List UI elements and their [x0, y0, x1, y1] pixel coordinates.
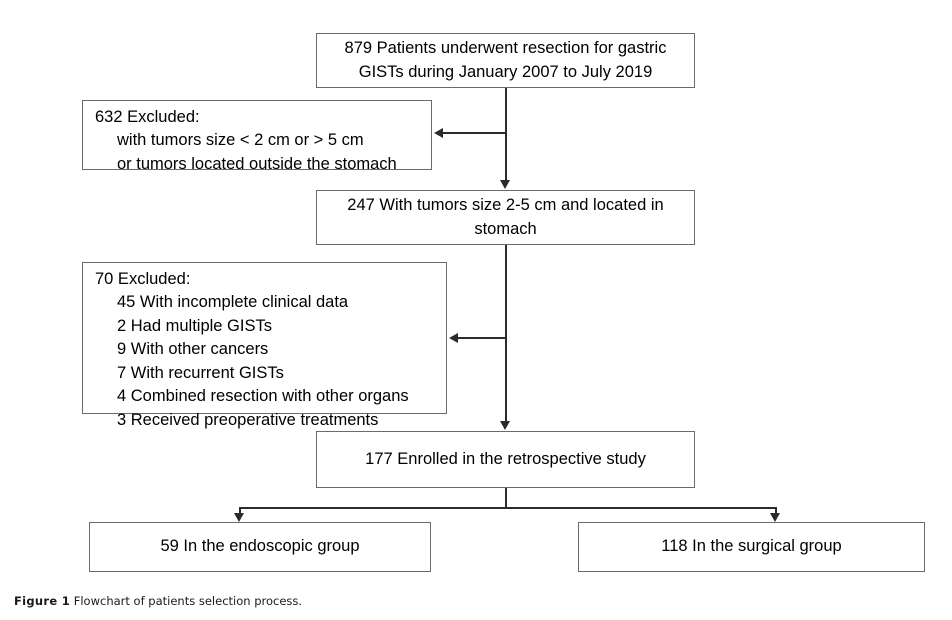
arrowhead-to-endoscopic-group — [234, 513, 244, 522]
node-excluded-second-line-1: 70 Excluded: — [95, 270, 191, 288]
figure-caption-label: Figure 1 — [14, 594, 71, 608]
node-excluded-second-line-7: 3 Received preoperative treatments — [117, 410, 379, 429]
connector-eligible-to-enrolled — [505, 245, 507, 421]
arrowhead-to-surgical-group — [770, 513, 780, 522]
node-excluded-second-line-3: 2 Had multiple GISTs — [117, 316, 272, 335]
node-enrolled: 177 Enrolled in the retrospective study — [316, 431, 695, 488]
node-excluded-first-line-2: with tumors size < 2 cm or > 5 cm — [117, 131, 364, 150]
node-excluded-first: 632 Excluded: with tumors size < 2 cm or… — [82, 100, 432, 173]
node-eligible-line-1: 247 With tumors size 2-5 cm and located … — [347, 196, 664, 215]
figure-caption-body: Flowchart of patients selection process. — [73, 594, 303, 608]
node-enrolled-line-1: 177 Enrolled in the retrospective study — [365, 449, 646, 468]
connector-to-endoscopic-group — [239, 507, 241, 515]
connector-source-to-eligible — [505, 88, 507, 180]
arrowhead-to-excluded-second — [449, 332, 458, 343]
node-source-cohort: 879 Patients underwent resection for gas… — [316, 33, 695, 88]
connector-to-surgical-group — [775, 507, 777, 515]
arrowhead-to-excluded-1 — [434, 127, 443, 138]
node-surgical-group-line-1: 118 In the surgical group — [661, 537, 842, 556]
figure-caption: Figure 1 Flowchart of patients selection… — [14, 594, 302, 608]
node-eligible-line-2: stomach — [474, 219, 537, 238]
node-source-cohort-line-1: 879 Patients underwent resection for gas… — [344, 39, 667, 58]
node-endoscopic-group-line-1: 59 In the endoscopic group — [160, 537, 360, 556]
node-excluded-first-line-1: 632 Excluded: — [95, 108, 200, 126]
node-excluded-first-line-3: or tumors located outside the stomach — [117, 154, 397, 173]
arrowhead-source-to-eligible — [500, 180, 510, 189]
node-surgical-group: 118 In the surgical group — [578, 522, 925, 572]
node-excluded-second-line-4: 9 With other cancers — [117, 340, 269, 359]
node-excluded-second-line-5: 7 With recurrent GISTs — [117, 363, 284, 382]
arrowhead-eligible-to-enrolled — [500, 421, 510, 430]
connector-enrolled-stem — [505, 488, 507, 508]
node-excluded-second: 70 Excluded: 45 With incomplete clinical… — [82, 262, 447, 429]
connector-to-excluded-1 — [443, 132, 506, 134]
node-endoscopic-group: 59 In the endoscopic group — [89, 522, 431, 572]
node-excluded-second-line-2: 45 With incomplete clinical data — [117, 293, 349, 312]
node-source-cohort-line-2: GISTs during January 2007 to July 2019 — [358, 62, 653, 81]
node-eligible: 247 With tumors size 2-5 cm and located … — [316, 190, 695, 245]
connector-group-split-bar — [239, 507, 776, 509]
connector-to-excluded-second — [458, 337, 506, 339]
node-excluded-second-line-6: 4 Combined resection with other organs — [117, 387, 409, 406]
